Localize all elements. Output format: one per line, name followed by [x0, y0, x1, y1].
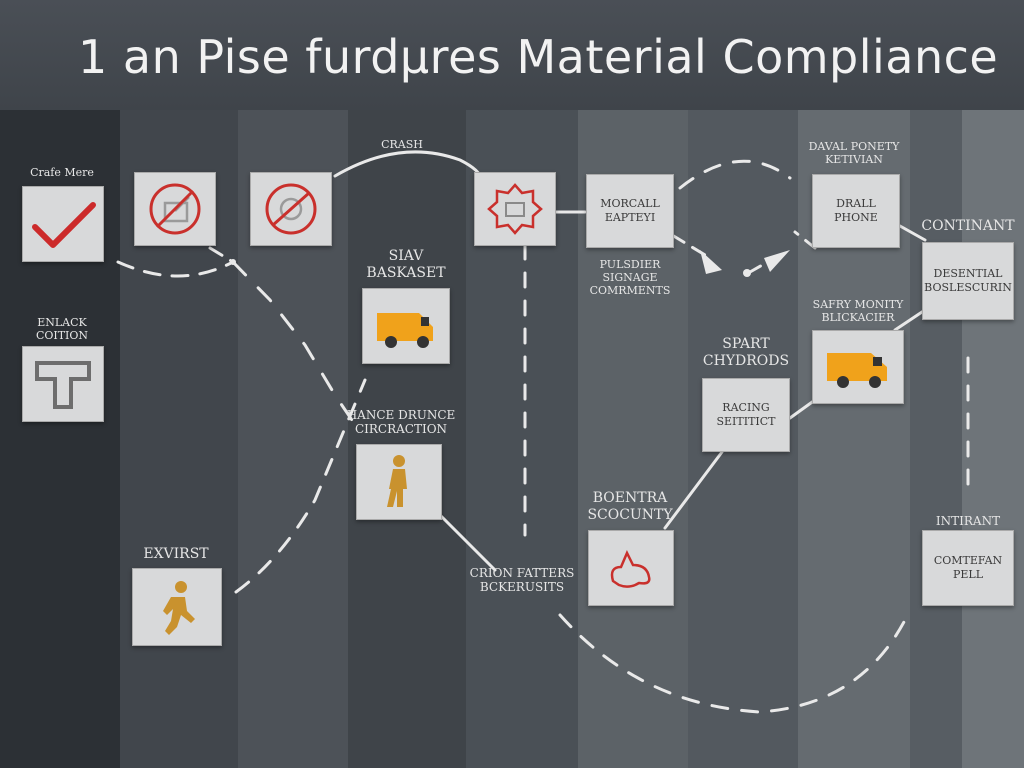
solid-connector: [898, 224, 927, 242]
label-spart-chydrods: SPART CHYDRODS: [702, 336, 790, 369]
camera-icon: [505, 202, 525, 217]
label-siav-baskaset: SIAV BASKASET: [366, 248, 446, 281]
label-continant: CONTINANT: [921, 218, 1015, 234]
hazard-box: [588, 530, 674, 606]
label-crash: CRASH: [381, 138, 423, 151]
desential-text: DESENTIAL BOSLESCURIN: [924, 267, 1012, 294]
desential-box: DESENTIAL BOSLESCURIN: [922, 242, 1014, 320]
lane-10: [962, 110, 1024, 768]
seal-badge-icon: [487, 183, 543, 235]
label-pulsdier: PULSDIER SIGNAGE COMRMENTS: [589, 258, 671, 297]
drall-phone-text: DRALL PHONE: [834, 197, 878, 224]
header-banner: 1 an Pise furdμres Material Compliance: [0, 0, 1024, 110]
label-crafe-more: Crafe Mere: [30, 166, 94, 179]
racing-text: RACING SEITITICT: [716, 401, 776, 428]
arrow-head: [764, 250, 790, 272]
person-icon: [393, 455, 405, 467]
prohibit-icon: [149, 183, 201, 235]
checkmark-icon: [32, 202, 96, 248]
comtefan-box: COMTEFAN PELL: [922, 530, 1014, 606]
gear-icon: [279, 197, 303, 221]
prohibit-box-2: [250, 172, 332, 246]
walker-box: [356, 444, 442, 520]
badge-box: [474, 172, 556, 246]
morcall-box: MORCALL EAPTEYI: [586, 174, 674, 248]
label-enlack-coition: ENLACK COITION: [35, 316, 89, 342]
checkmark-box: [22, 186, 104, 262]
solid-connector: [333, 150, 484, 182]
racing-box: RACING SEITITICT: [702, 378, 790, 452]
label-safry-monity: SAFRY MONITY BLICKACIER: [812, 298, 904, 324]
label-exvirest: EXVIRST: [143, 546, 209, 562]
comtefan-text: COMTEFAN PELL: [933, 554, 1003, 581]
lane-9: [910, 110, 962, 768]
label-intirant: INTIRANT: [935, 514, 1001, 528]
solid-connector: [438, 513, 497, 572]
page-title: 1 an Pise furdμres Material Compliance: [78, 30, 999, 84]
solid-connector: [788, 398, 817, 420]
dashed-connector: [558, 613, 907, 714]
label-daval-powery: DAVAL PONETY KETIVIAN: [808, 140, 900, 166]
arrow-head: [700, 250, 722, 274]
label-boentra: BOENTRA SCOCUNTY: [587, 490, 673, 523]
dashed-connector: [793, 230, 817, 250]
morcall-text: MORCALL EAPTEYI: [600, 197, 660, 224]
solid-connector: [893, 308, 927, 332]
block-t-box: [22, 346, 104, 422]
van-icon: [827, 353, 887, 381]
prohibit-box-1: [134, 172, 216, 246]
hazard-outline-icon: [610, 550, 651, 588]
van-box-2: [812, 330, 904, 404]
van-icon: [377, 313, 433, 341]
dashed-connector: [208, 246, 235, 264]
dashed-connector: [234, 378, 367, 594]
runner-box: [132, 568, 222, 646]
label-hance-drunce: HANCE DRUNCE CIRCRACTION: [346, 408, 456, 436]
dashed-connector: [231, 260, 362, 434]
junction-dot: [743, 269, 751, 277]
label-crion-fatters: CRION FATTERS BCKERUSITS: [469, 566, 575, 594]
drall-phone-box: DRALL PHONE: [812, 174, 900, 248]
solid-connector: [663, 450, 724, 530]
running-person-icon: [175, 581, 187, 593]
van-box-1: [362, 288, 450, 364]
junction-dot: [230, 259, 236, 265]
dashed-connector: [678, 159, 792, 190]
dashed-connector: [116, 260, 235, 278]
prohibit-icon: [272, 191, 310, 227]
t-bracket-icon: [35, 361, 91, 409]
lane-4: [348, 110, 466, 768]
